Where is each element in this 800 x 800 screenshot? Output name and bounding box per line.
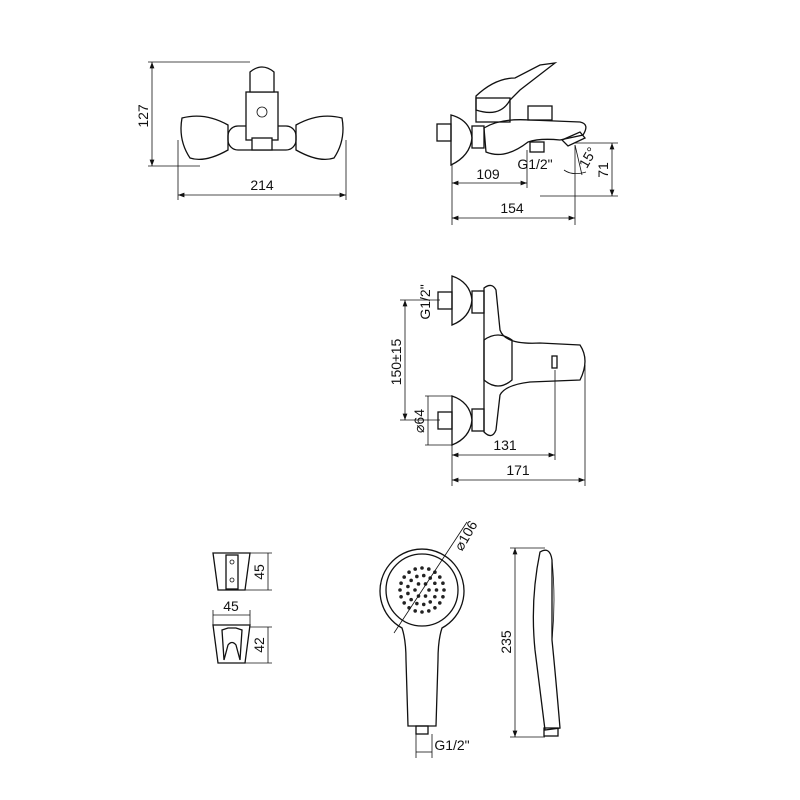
nozzle-dot bbox=[437, 575, 442, 579]
connection-label: G1/2" bbox=[517, 156, 552, 172]
connection-label: G1/2" bbox=[417, 284, 433, 319]
nozzle-dot bbox=[433, 605, 437, 610]
dim-spacing-label: 150±15 bbox=[388, 338, 404, 385]
nozzle-dot bbox=[426, 609, 431, 613]
connection-label: G1/2" bbox=[434, 737, 469, 753]
nozzle-dot bbox=[442, 588, 446, 592]
dim-109-label: 109 bbox=[476, 166, 500, 182]
left-escutcheon bbox=[180, 115, 229, 161]
nozzle-dot bbox=[441, 581, 445, 586]
nozzle-dot bbox=[441, 594, 445, 599]
nozzle-dot bbox=[416, 582, 421, 586]
escutcheon bbox=[450, 114, 473, 167]
nozzle-dot bbox=[421, 573, 426, 578]
nozzle-dot bbox=[437, 601, 442, 605]
nozzle-dot bbox=[406, 584, 410, 589]
nozzle-dot bbox=[399, 581, 403, 586]
nozzle-dot bbox=[409, 597, 413, 602]
nozzle-pattern bbox=[398, 566, 446, 614]
length-label: 235 bbox=[498, 630, 514, 654]
nozzle-dot bbox=[433, 581, 437, 586]
nozzle-dot bbox=[433, 570, 437, 575]
cartridge bbox=[245, 91, 279, 141]
nozzle-dot bbox=[409, 578, 413, 583]
nozzle-dot bbox=[413, 609, 418, 613]
holder-bottom-height-label: 42 bbox=[251, 637, 267, 653]
nozzle-dot bbox=[402, 601, 407, 605]
diameter-label: ⌀106 bbox=[451, 518, 481, 554]
hand-shower-side: 235 bbox=[498, 547, 561, 738]
lever bbox=[475, 62, 558, 114]
right-escutcheon bbox=[295, 115, 344, 161]
nozzle-dot bbox=[406, 591, 410, 596]
dim-154-label: 154 bbox=[500, 200, 524, 216]
side-view: 109 154 G1/2" 71 15° bbox=[436, 62, 618, 225]
top-view: 150±15 G1/2" ⌀64 131 171 bbox=[388, 275, 586, 486]
nozzle-dot bbox=[428, 600, 433, 604]
body bbox=[483, 284, 586, 437]
nozzle-dot bbox=[415, 574, 419, 579]
dim-171-label: 171 bbox=[506, 462, 530, 478]
holder-width-label: 45 bbox=[223, 598, 239, 614]
nozzle-dot bbox=[426, 567, 431, 571]
nozzle-dot bbox=[434, 588, 439, 592]
escutcheon-diameter-label: ⌀64 bbox=[411, 409, 427, 433]
nozzle-dot bbox=[427, 588, 431, 592]
dim-height-label: 127 bbox=[135, 104, 151, 128]
nozzle-dot bbox=[402, 575, 407, 579]
nozzle-dot bbox=[413, 588, 417, 592]
nozzle-dot bbox=[433, 594, 437, 599]
front-view: 127 214 bbox=[135, 61, 347, 200]
nozzle-dot bbox=[415, 601, 419, 606]
dim-width-label: 214 bbox=[250, 177, 274, 193]
body bbox=[483, 119, 587, 156]
dim-131-label: 131 bbox=[493, 437, 517, 453]
shower-holder: 45 45 42 bbox=[212, 552, 272, 664]
nozzle-dot bbox=[399, 594, 403, 599]
nozzle-dot bbox=[421, 602, 426, 607]
dim-71-label: 71 bbox=[595, 162, 611, 178]
hand-shower-front: ⌀106 G1/2" bbox=[379, 518, 481, 758]
lever bbox=[249, 66, 275, 93]
holder-height-label: 45 bbox=[251, 564, 267, 580]
nozzle-dot bbox=[420, 610, 424, 614]
nozzle-dot bbox=[398, 588, 402, 592]
nozzle-dot bbox=[413, 567, 418, 571]
spout-outlet bbox=[251, 137, 273, 151]
nozzle-dot bbox=[423, 594, 428, 598]
nozzle-dot bbox=[420, 566, 424, 570]
nozzle-dot bbox=[407, 570, 411, 575]
